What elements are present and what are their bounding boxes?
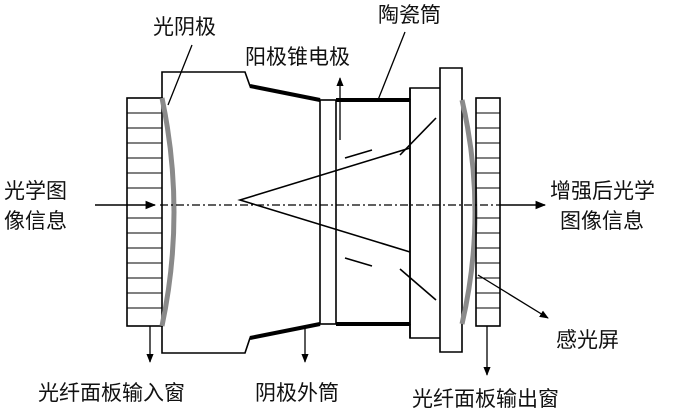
label-photocathode: 光阴极 [153,15,216,39]
label-fiber-output-window: 光纤面板输出窗 [412,387,559,411]
fiber-output-window [475,97,501,327]
label-cathode-outer-tube: 阴极外筒 [255,381,339,405]
photocathode-leader [167,44,193,106]
label-phosphor-screen: 感光屏 [556,328,619,352]
label-ceramic-tube: 陶瓷筒 [378,3,441,27]
photocathode-layer [159,97,177,327]
fiber-input-window [126,97,163,327]
cone-electrodes [237,117,437,301]
label-output-image-line2: 图像信息 [560,209,644,233]
ceramic-tube [336,98,410,326]
output-section-body [409,67,463,353]
ceramic-tube-leader [377,31,406,101]
phosphor-screen [459,99,478,325]
label-input-image-line1: 光学图 [4,179,67,203]
phosphor-leader [477,274,549,319]
label-fiber-input-window: 光纤面板输入窗 [38,381,185,405]
label-output-image-line1: 增强后光学 [550,179,655,203]
anode-cone-electrode [319,88,411,338]
cathode-outer-tube [161,71,321,354]
label-input-image-line2: 像信息 [4,209,67,233]
label-anode-cone-electrode: 阳极锥电极 [245,45,350,69]
